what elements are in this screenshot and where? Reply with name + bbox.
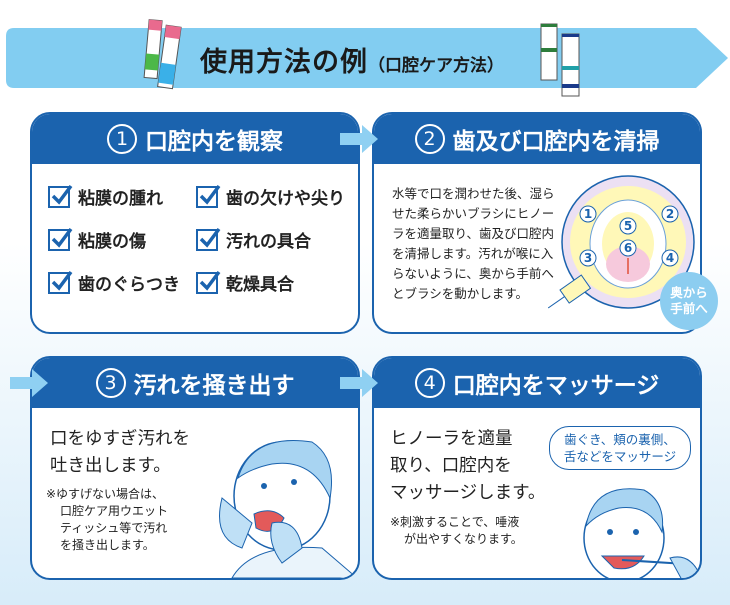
- text-line: 水等で口を潤わせた後、湿ら: [392, 186, 555, 201]
- checkmark-icon: [196, 184, 221, 208]
- text-line: せた柔らかいブラシにヒノー: [392, 206, 555, 221]
- step-card-scrape: 3 汚れを掻き出す 口をゆすぎ汚れを吐き出します。 ※ゆすげない場合は、口腔ケア用…: [30, 356, 360, 580]
- check-item: 粘膜の傷: [48, 227, 196, 252]
- checkmark-icon: [196, 227, 221, 251]
- check-label: 粘膜の傷: [78, 232, 146, 252]
- check-label: 歯のぐらつき: [78, 275, 180, 295]
- text-line: 口をゆすぎ汚れを: [50, 429, 190, 449]
- area-label-5: 5: [624, 219, 632, 233]
- step-note: ※ゆすげない場合は、口腔ケア用ウエットティッシュ等で汚れを掻き出します。: [46, 486, 168, 554]
- text-line: マッサージします。: [390, 483, 546, 503]
- note-line: ※刺激することで、唾液: [390, 515, 520, 529]
- flow-arrow-icon: [340, 369, 378, 397]
- text-line: ラを適量取り、歯及び口腔内: [392, 226, 555, 241]
- checklist: 粘膜の腫れ 歯の欠けや尖り 粘膜の傷 汚れの具合 歯のぐらつき 乾燥具合: [32, 164, 358, 295]
- step-header: 1 口腔内を観察: [32, 114, 358, 164]
- flow-arrow-icon: [10, 369, 48, 397]
- step-header: 4 口腔内をマッサージ: [374, 358, 700, 408]
- check-item: 汚れの具合: [196, 227, 356, 252]
- step-description: ヒノーラを適量取り、口腔内をマッサージします。: [390, 426, 545, 507]
- check-item: 乾燥具合: [196, 270, 356, 295]
- badge-line: 奥から: [670, 285, 708, 300]
- text-line: ヒノーラを適量: [390, 429, 513, 449]
- step-description: 口をゆすぎ汚れを吐き出します。: [50, 426, 190, 480]
- step-title: 汚れを掻き出す: [133, 373, 295, 399]
- checkmark-icon: [48, 270, 73, 294]
- check-item: 歯の欠けや尖り: [196, 184, 356, 209]
- person-wiping-mouth-illustration: [219, 440, 357, 578]
- checkmark-icon: [48, 184, 73, 208]
- check-label: 汚れの具合: [226, 232, 311, 252]
- product-bottles-icon: [540, 23, 580, 97]
- mouth-diagram-icon: 1 2 3 4 5 6: [548, 175, 695, 309]
- text-line: らないように、奥から手前へ: [392, 266, 554, 281]
- title-text: 使用方法の例: [200, 47, 368, 78]
- check-label: 歯の欠けや尖り: [226, 189, 345, 209]
- step-number: 4: [414, 368, 445, 398]
- text-line: 吐き出します。: [50, 456, 171, 476]
- text-line: とブラシを動かします。: [392, 286, 529, 301]
- toothpaste-tubes-icon: [143, 19, 182, 90]
- page-title: 使用方法の例（口腔ケア方法）: [200, 40, 504, 79]
- step-number: 1: [107, 124, 137, 154]
- step-number: 2: [414, 124, 445, 154]
- check-label: 乾燥具合: [226, 275, 294, 295]
- checkmark-icon: [48, 227, 73, 251]
- speech-bubble: 歯ぐき、頬の裏側、舌などをマッサージ: [549, 426, 691, 470]
- note-line: を掻き出します。: [60, 538, 155, 552]
- note-line: が出やすくなります。: [404, 532, 523, 546]
- checkmark-icon: [196, 270, 221, 294]
- step-title: 口腔内を観察: [145, 129, 283, 155]
- bubble-line: 歯ぐき、頬の裏側、: [564, 432, 676, 447]
- step-note: ※刺激することで、唾液が出やすくなります。: [390, 514, 523, 548]
- step-card-observe: 1 口腔内を観察 粘膜の腫れ 歯の欠けや尖り 粘膜の傷 汚れの具合 歯のぐらつき …: [30, 112, 360, 334]
- check-item: 歯のぐらつき: [48, 270, 196, 295]
- flow-arrow-icon: [340, 125, 378, 153]
- badge-line: 手前へ: [670, 301, 708, 316]
- person-massaging-mouth-illustration: [583, 488, 700, 578]
- check-label: 粘膜の腫れ: [78, 189, 163, 209]
- area-label-3: 3: [584, 251, 592, 265]
- step-description: 水等で口を潤わせた後、湿らせた柔らかいブラシにヒノーラを適量取り、歯及び口腔内を…: [392, 184, 555, 304]
- back-to-front-badge: 奥から手前へ: [660, 272, 718, 330]
- area-label-2: 2: [666, 207, 674, 221]
- note-line: 口腔ケア用ウエット: [60, 504, 169, 518]
- area-label-1: 1: [584, 207, 592, 221]
- text-line: 取り、口腔内を: [390, 456, 512, 476]
- note-line: ティッシュ等で汚れ: [60, 521, 168, 535]
- bubble-line: 舌などをマッサージ: [563, 449, 677, 464]
- area-label-4: 4: [666, 251, 674, 265]
- area-label-6: 6: [624, 241, 632, 255]
- check-item: 粘膜の腫れ: [48, 184, 196, 209]
- step-header: 2 歯及び口腔内を清掃: [374, 114, 700, 164]
- text-line: を清掃します。汚れが喉に入: [392, 246, 554, 261]
- step-title: 歯及び口腔内を清掃: [452, 129, 660, 155]
- step-header: 3 汚れを掻き出す: [32, 358, 358, 408]
- title-subtitle: （口腔ケア方法）: [368, 56, 504, 76]
- step-title: 口腔内をマッサージ: [452, 373, 660, 399]
- note-line: ※ゆすげない場合は、: [46, 487, 165, 501]
- step-number: 3: [95, 368, 126, 398]
